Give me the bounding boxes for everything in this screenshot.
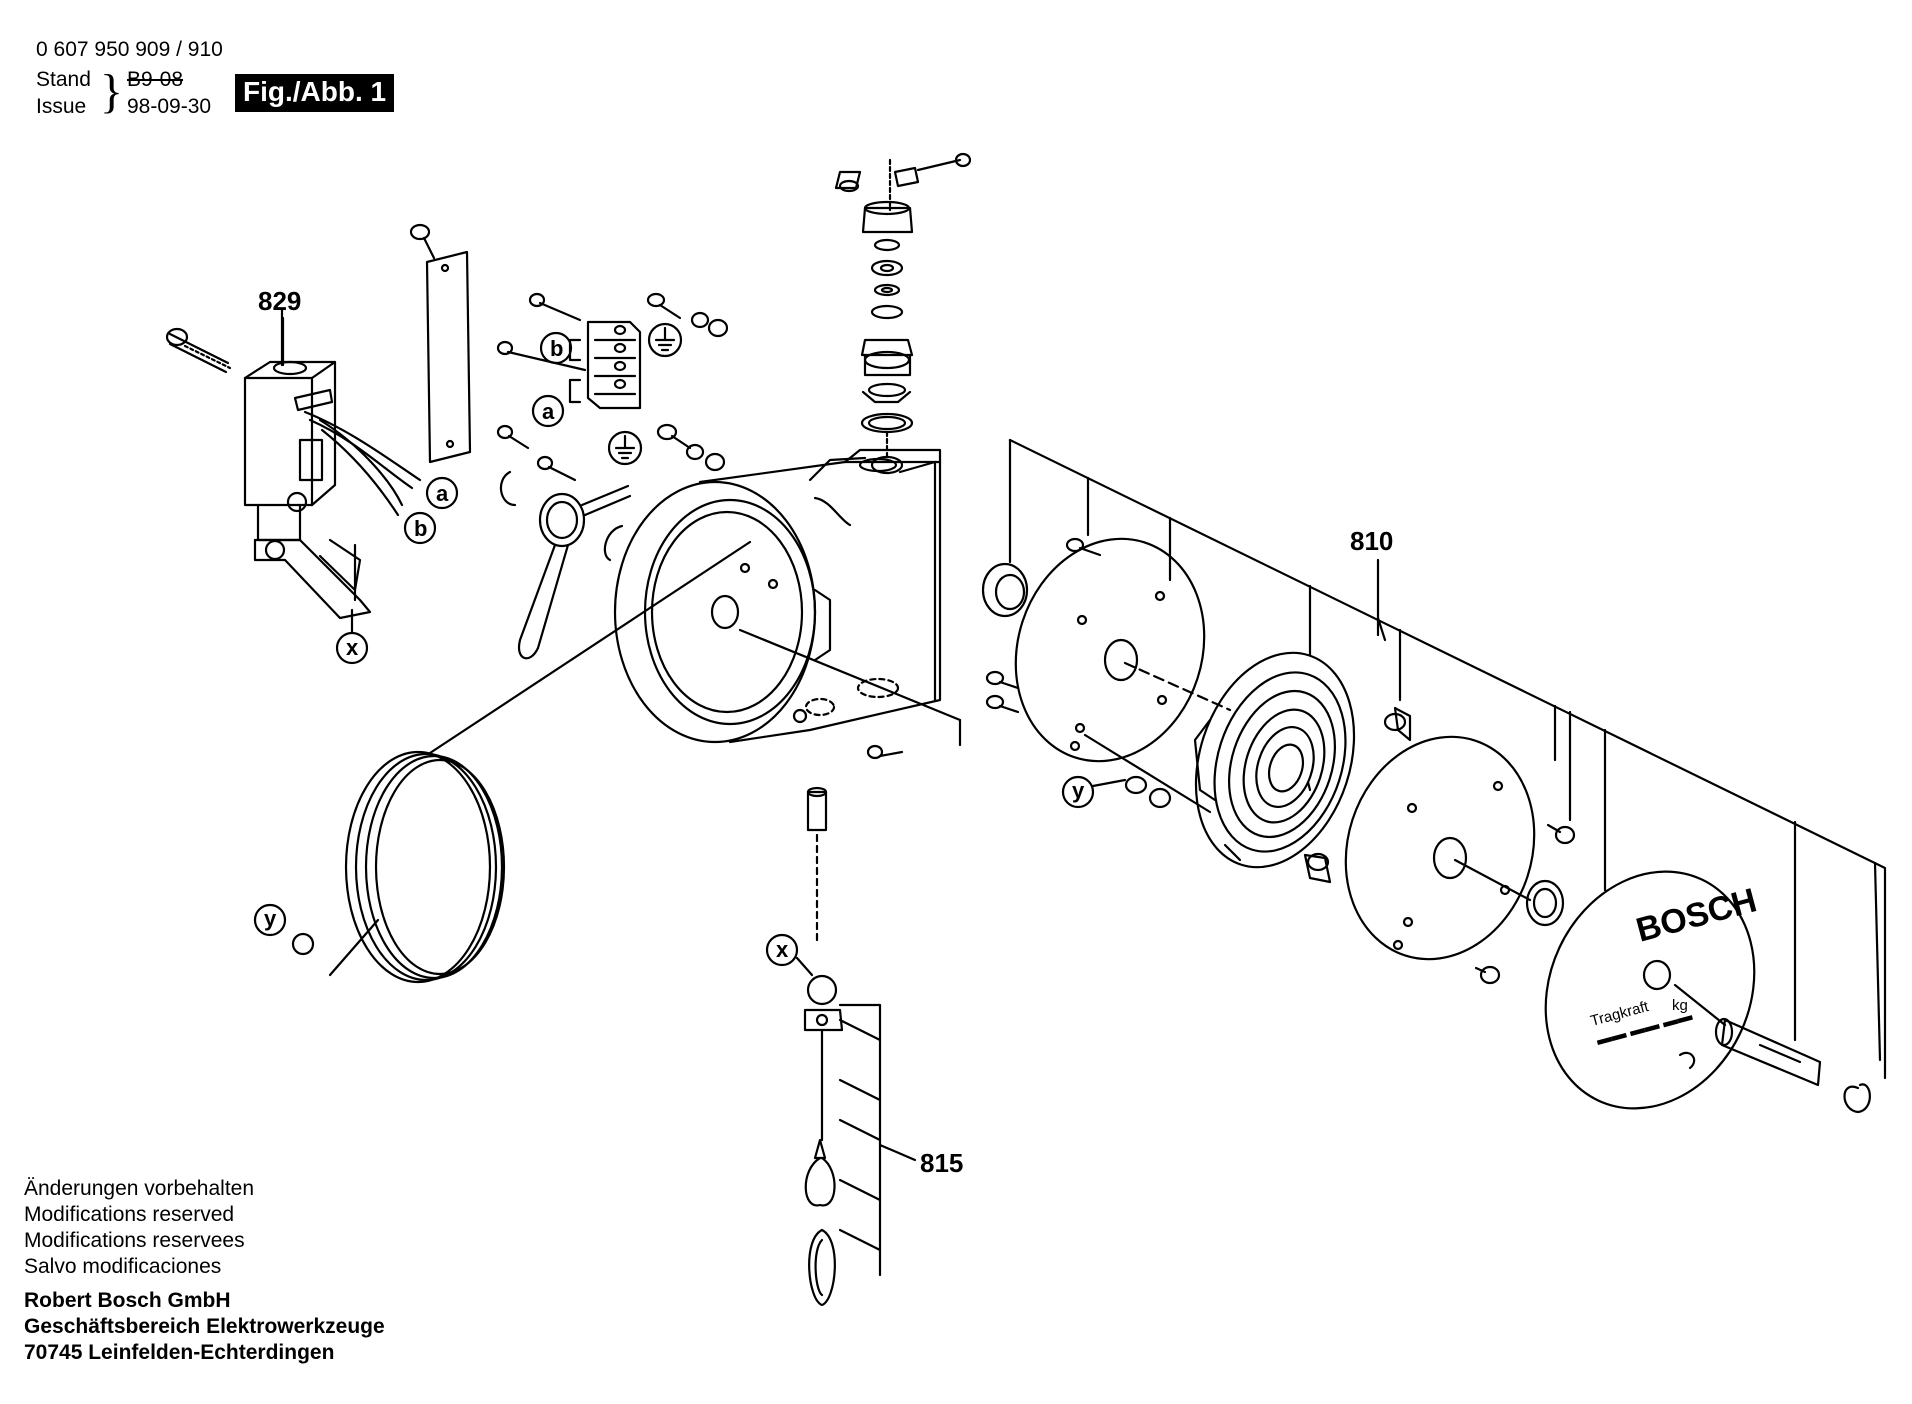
ref-y-cable: y [264,906,277,931]
spring-plate-rear [1344,735,1576,985]
ref-x-switch: x [346,635,359,660]
footer: Änderungen vorbehalten Modifications res… [24,1176,385,1366]
company-name: Robert Bosch GmbH [24,1289,231,1312]
brace-symbol: } [100,65,124,118]
stand-value: B9-08 [127,68,184,91]
issue-label: Issue [36,95,87,118]
ref-b-terminal: b [550,336,563,361]
figure-label: Fig./Abb. 1 [235,74,395,112]
terminal-block [496,292,729,482]
cover-brand: BOSCH [1632,881,1760,949]
torsion-spring [499,470,632,660]
cable-gland-stack [834,152,972,475]
company-address: 70745 Leinfelden-Echterdingen [24,1341,335,1364]
bracket-810 [1008,438,1887,1080]
cover-unit: kg [1672,997,1688,1014]
spring-plate-front [981,537,1206,809]
limit-switch-829 [165,308,422,620]
callout-829: 829 [258,286,301,316]
callout-810: 810 [1350,526,1393,556]
note-de: Änderungen vorbehalten [24,1177,255,1200]
ref-y-plate: y [1072,778,1085,803]
part-number: 0 607 950 909 / 910 [36,38,223,61]
ref-a-terminal: a [542,399,555,424]
spiral-spring [1193,651,1412,884]
shaft-and-circlip [1673,983,1871,1114]
ref-x-hook: x [776,937,789,962]
callout-815: 815 [920,1148,963,1178]
ref-b-switch: b [414,516,427,541]
cover-plate [409,223,472,464]
stand-label: Stand [36,68,91,91]
issue-value: 98-09-30 [127,95,212,118]
note-es: Salvo modificaciones [24,1255,222,1278]
note-fr: Modifications reservees [24,1229,245,1252]
note-en: Modifications reserved [24,1203,235,1226]
company-division: Geschäftsbereich Elektrowerkzeuge [24,1315,385,1338]
hook-assembly-815 [803,974,917,1307]
ref-a-switch: a [436,481,449,506]
cable-reel [291,540,752,984]
bottom-spacer [806,744,904,942]
